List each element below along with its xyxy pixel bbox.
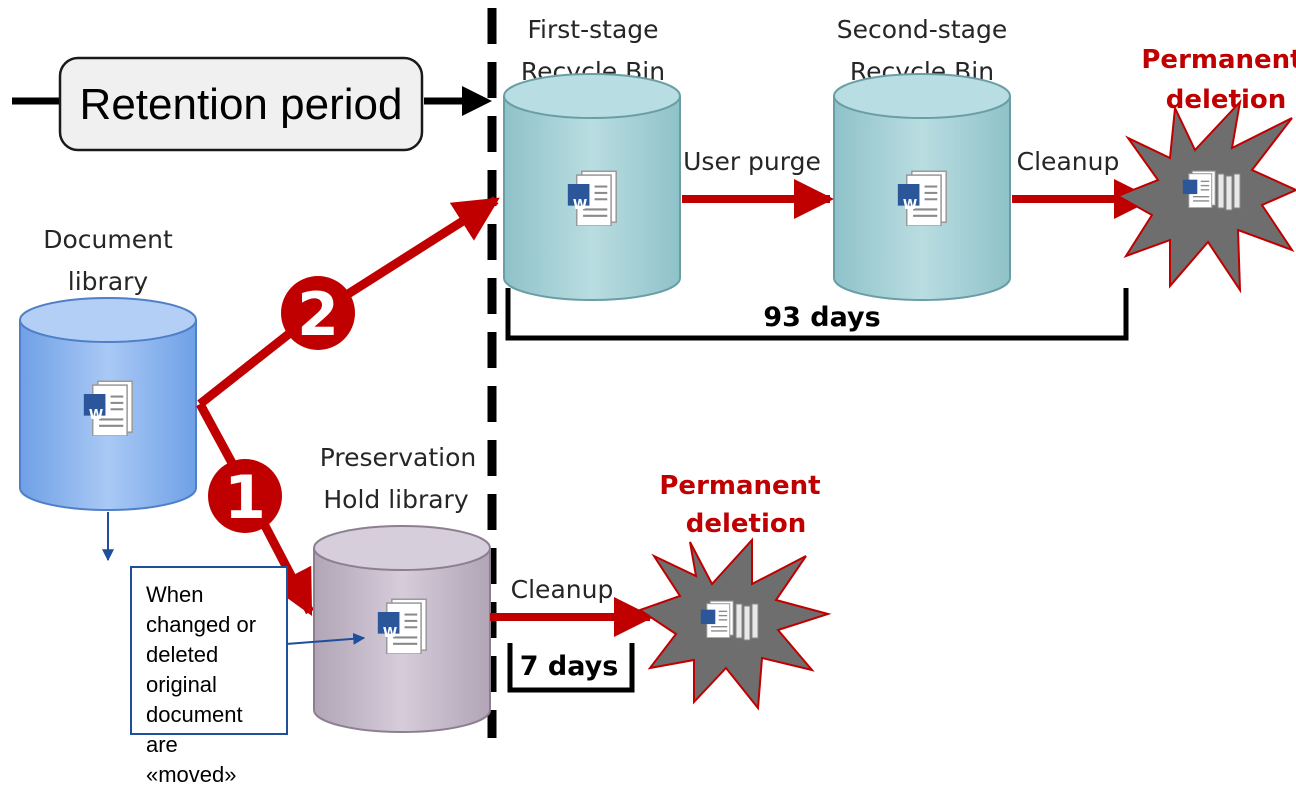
word-letter: W (383, 626, 397, 641)
permanent-deletion-top-line2: deletion (1166, 85, 1287, 115)
step-2-number: 2 (297, 280, 339, 350)
document-library-label-line2: library (68, 267, 149, 296)
shredded-document-icon (1217, 173, 1241, 211)
shredded-document-icon (735, 603, 759, 641)
moved-documents-note: When changed or deleted original documen… (130, 566, 288, 787)
word-letter: W (573, 198, 587, 213)
days-93-bracket (505, 288, 1129, 341)
preservation-hold-library-cylinder: W (313, 525, 491, 733)
document-library-cylinder: W (19, 297, 197, 511)
first-stage-label-line1: First-stage (527, 15, 658, 44)
retention-period-label: Retention period (80, 80, 403, 129)
user-purge-label: User purge (683, 147, 821, 176)
moved-documents-note-text: When changed or deleted original documen… (146, 582, 257, 787)
days-93-label: 93 days (763, 302, 880, 333)
permanent-deletion-bottom-line1: Permanent (659, 471, 820, 501)
cleanup-bottom-label: Cleanup (511, 575, 614, 604)
days-7-label: 7 days (520, 651, 619, 682)
step-2-badge (281, 276, 355, 350)
retention-diagram: Retention period First-stage Recycle Bin… (12, 8, 1296, 738)
preservation-label-line2: Hold library (323, 485, 468, 514)
step-1-badge (208, 459, 282, 533)
word-letter: W (903, 198, 917, 213)
permanent-deletion-bottom-burst (637, 537, 832, 711)
step-1-number: 1 (224, 463, 266, 533)
document-library-label-line1: Document (43, 225, 173, 254)
second-stage-label-line1: Second-stage (837, 15, 1007, 44)
first-stage-recycle-bin-cylinder: W (503, 73, 681, 301)
retention-period-box (58, 56, 424, 152)
word-letter: W (89, 408, 103, 423)
permanent-deletion-bottom-line2: deletion (686, 509, 807, 539)
retention-arrowhead (462, 86, 492, 116)
permanent-deletion-top-burst (1115, 98, 1296, 294)
preservation-label-line1: Preservation (320, 443, 476, 472)
second-stage-recycle-bin-cylinder: W (833, 73, 1011, 301)
permanent-deletion-top-line1: Permanent (1141, 45, 1296, 75)
cleanup-top-label: Cleanup (1017, 147, 1120, 176)
days-7-bracket (507, 643, 635, 693)
